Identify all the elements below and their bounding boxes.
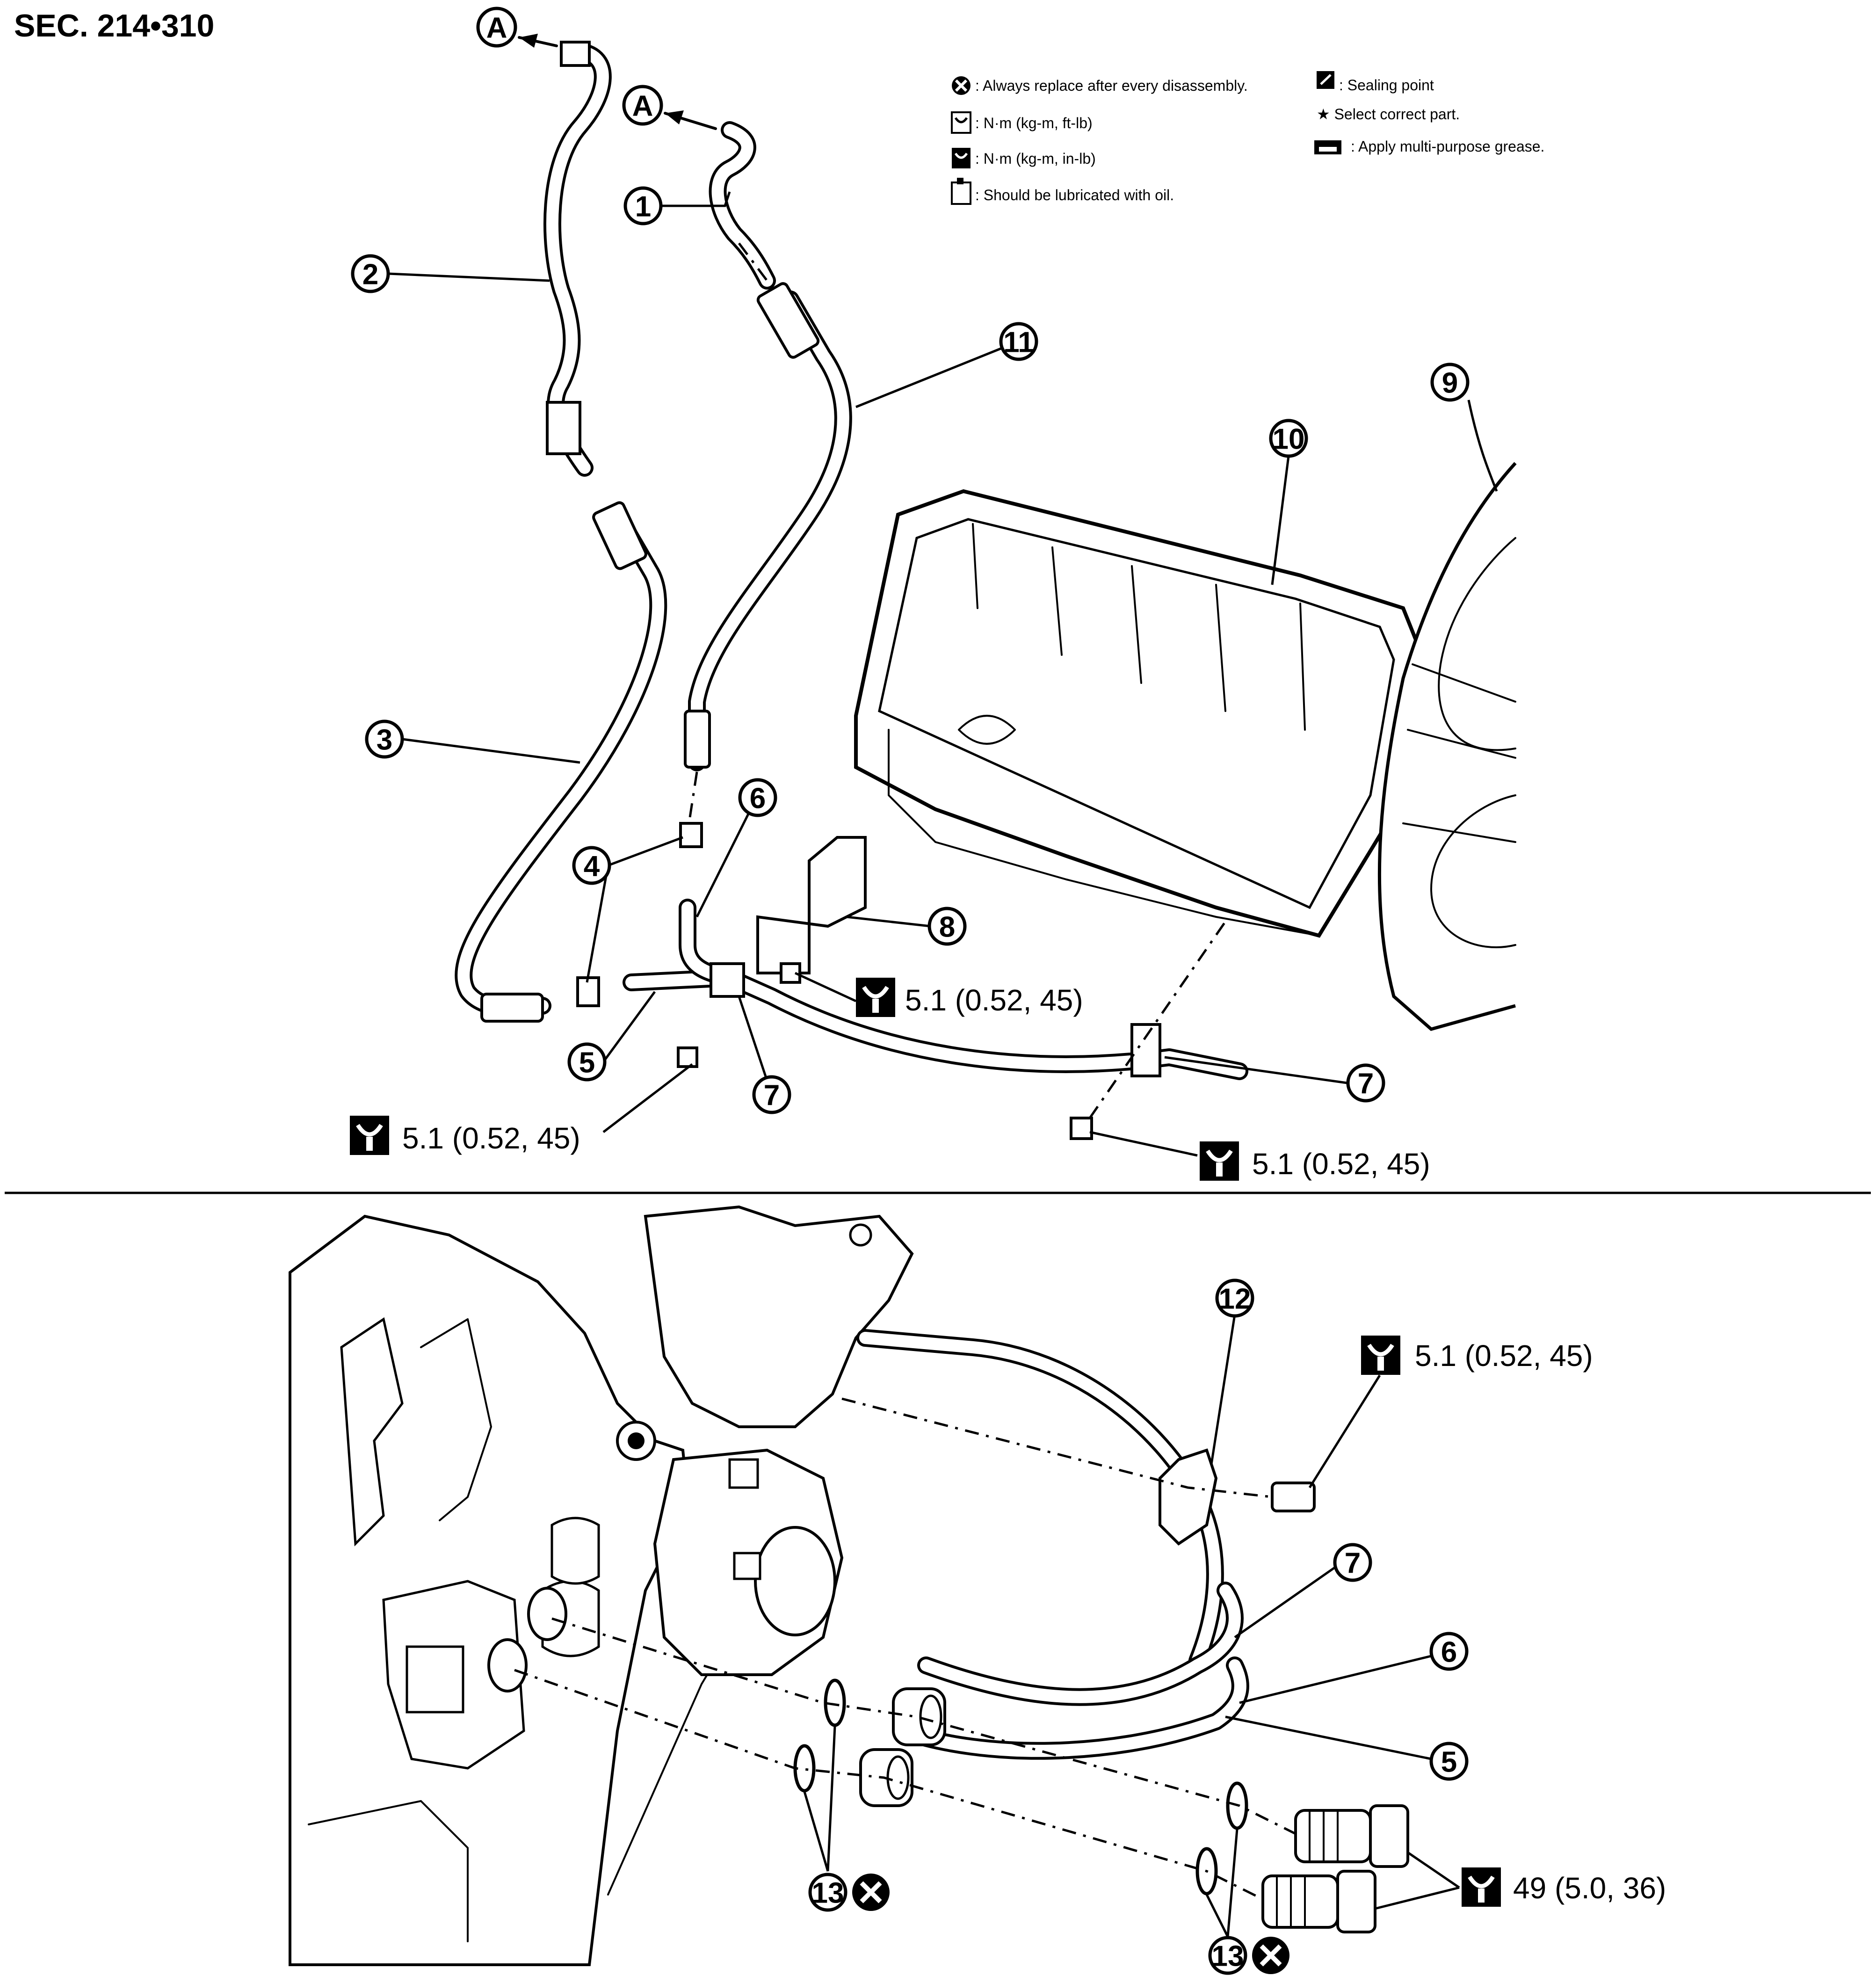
torque-spec-top-center: 5.1 (0.52, 45) bbox=[794, 972, 1083, 1017]
legend-torque-in: : N·m (kg-m, in-lb) bbox=[952, 148, 1096, 168]
svg-text:7: 7 bbox=[1345, 1547, 1361, 1580]
legend-sealing: : Sealing point bbox=[1317, 71, 1434, 94]
oil-cooler-hose-3 bbox=[455, 501, 667, 1023]
tube-bracket-12 bbox=[1159, 1448, 1218, 1546]
torque-spec-bottom-bracket: 5.1 (0.52, 45) bbox=[1308, 1336, 1593, 1489]
svg-text:8: 8 bbox=[939, 911, 955, 944]
callout-13-right: 13 bbox=[1208, 1936, 1247, 1975]
tube-clamp bbox=[546, 401, 581, 455]
svg-text:A: A bbox=[632, 90, 653, 123]
svg-text:5.1 (0.52, 45): 5.1 (0.52, 45) bbox=[905, 983, 1083, 1017]
legend-sealing-text: : Sealing point bbox=[1339, 77, 1434, 94]
bolt-top-right bbox=[1070, 1117, 1093, 1140]
callout-7-right: 7 bbox=[1346, 1063, 1385, 1103]
callout-11: 11 bbox=[999, 322, 1038, 361]
svg-text:6: 6 bbox=[1441, 1636, 1457, 1669]
callout-12: 12 bbox=[1215, 1278, 1254, 1318]
svg-text:13: 13 bbox=[812, 1877, 844, 1910]
hose-clamp-lower bbox=[576, 976, 600, 1007]
transmission-case bbox=[289, 1214, 731, 1966]
callout-13-left: 13 bbox=[808, 1873, 847, 1912]
svg-text:4: 4 bbox=[584, 850, 600, 883]
callout-1: 1 bbox=[623, 186, 663, 225]
callout-6: 6 bbox=[738, 778, 777, 817]
bolt-top-left bbox=[677, 1046, 698, 1068]
svg-text:5: 5 bbox=[579, 1047, 595, 1079]
svg-text:12: 12 bbox=[1219, 1283, 1251, 1315]
callout-10: 10 bbox=[1269, 419, 1308, 458]
legend-torque-in-text: : N·m (kg-m, in-lb) bbox=[975, 150, 1096, 167]
oil-cooler-hose-11 bbox=[684, 282, 852, 771]
port-boss-lower bbox=[487, 1638, 528, 1692]
torque-spec-bottom-union: 49 (5.0, 36) bbox=[1375, 1851, 1666, 1910]
svg-text:6: 6 bbox=[750, 783, 766, 815]
legend: : Always replace after every disassembly… bbox=[951, 71, 1544, 205]
bracket-bolt bbox=[1271, 1482, 1316, 1512]
svg-text:13: 13 bbox=[1212, 1940, 1244, 1973]
svg-text:3: 3 bbox=[377, 724, 392, 756]
svg-text:A: A bbox=[486, 12, 507, 44]
legend-grease-text: : Apply multi-purpose grease. bbox=[1351, 138, 1544, 155]
tube-bracket bbox=[710, 962, 745, 998]
eye-fitting-upper bbox=[892, 1687, 946, 1746]
oil-cooler-tubes-5-6-7 bbox=[623, 899, 1248, 1080]
oil-cooler-tube-1 bbox=[709, 121, 776, 290]
callout-5: 5 bbox=[567, 1042, 607, 1082]
torque-spec-top-right: 5.1 (0.52, 45) bbox=[1089, 1131, 1430, 1181]
section-label: SEC. 214•310 bbox=[14, 8, 214, 44]
callout-7-top: 7 bbox=[752, 1075, 791, 1114]
port-boss-upper bbox=[527, 1587, 567, 1641]
callout-2: 2 bbox=[351, 254, 390, 293]
union-bolt-lower bbox=[1261, 1870, 1376, 1933]
tube-fitting bbox=[560, 41, 591, 67]
torque-spec-top-left: 5.1 (0.52, 45) bbox=[350, 1063, 693, 1155]
svg-text:49 (5.0, 36): 49 (5.0, 36) bbox=[1513, 1871, 1666, 1905]
legend-lubricate-text: : Should be lubricated with oil. bbox=[975, 187, 1174, 203]
svg-text:7: 7 bbox=[764, 1080, 780, 1112]
engine-block bbox=[1377, 462, 1517, 1031]
callout-8: 8 bbox=[927, 907, 967, 946]
svg-text:5: 5 bbox=[1441, 1746, 1457, 1779]
legend-select-text: ★ Select correct part. bbox=[1317, 106, 1460, 123]
tube-bracket-8 bbox=[756, 836, 867, 974]
callout-4: 4 bbox=[572, 846, 611, 885]
connector bbox=[406, 1645, 464, 1714]
callout-6-bottom: 6 bbox=[1429, 1632, 1469, 1671]
oil-cooler-tube-2 bbox=[543, 41, 612, 477]
callout-5-bottom: 5 bbox=[1429, 1742, 1469, 1781]
legend-replace: : Always replace after every disassembly… bbox=[952, 76, 1248, 95]
replace-mark-right bbox=[1252, 1937, 1289, 1974]
svg-text:5.1 (0.52, 45): 5.1 (0.52, 45) bbox=[1415, 1339, 1593, 1373]
legend-torque-ft-text: : N·m (kg-m, ft-lb) bbox=[975, 115, 1093, 131]
svg-text:11: 11 bbox=[1003, 327, 1034, 359]
view-marker-a-left: A bbox=[476, 7, 517, 48]
callout-9: 9 bbox=[1430, 363, 1470, 402]
svg-text:5.1 (0.52, 45): 5.1 (0.52, 45) bbox=[1252, 1147, 1430, 1181]
transfer-case-upper bbox=[616, 1205, 914, 1461]
svg-text:9: 9 bbox=[1442, 367, 1458, 400]
svg-text:1: 1 bbox=[635, 191, 651, 223]
replace-mark-left bbox=[852, 1874, 890, 1911]
oil-pan bbox=[854, 489, 1424, 938]
oil-cooler-port-housing bbox=[653, 1448, 844, 1676]
svg-text:10: 10 bbox=[1273, 423, 1305, 456]
legend-torque-ft: : N·m (kg-m, ft-lb) bbox=[951, 111, 1093, 134]
hose-clamp-upper bbox=[679, 822, 703, 848]
oil-can-icon bbox=[951, 182, 971, 205]
legend-replace-text: : Always replace after every disassembly… bbox=[975, 77, 1248, 94]
svg-text:2: 2 bbox=[362, 259, 378, 291]
svg-text:7: 7 bbox=[1358, 1068, 1374, 1100]
union-bolt-upper bbox=[1294, 1804, 1409, 1868]
callout-3: 3 bbox=[365, 719, 404, 759]
view-marker-a-right: A bbox=[622, 85, 663, 126]
callout-7-bottom: 7 bbox=[1333, 1543, 1372, 1582]
svg-text:5.1 (0.52, 45): 5.1 (0.52, 45) bbox=[402, 1121, 580, 1155]
legend-lubricate: : Should be lubricated with oil. bbox=[951, 178, 1174, 205]
legend-grease: : Apply multi-purpose grease. bbox=[1314, 138, 1544, 155]
